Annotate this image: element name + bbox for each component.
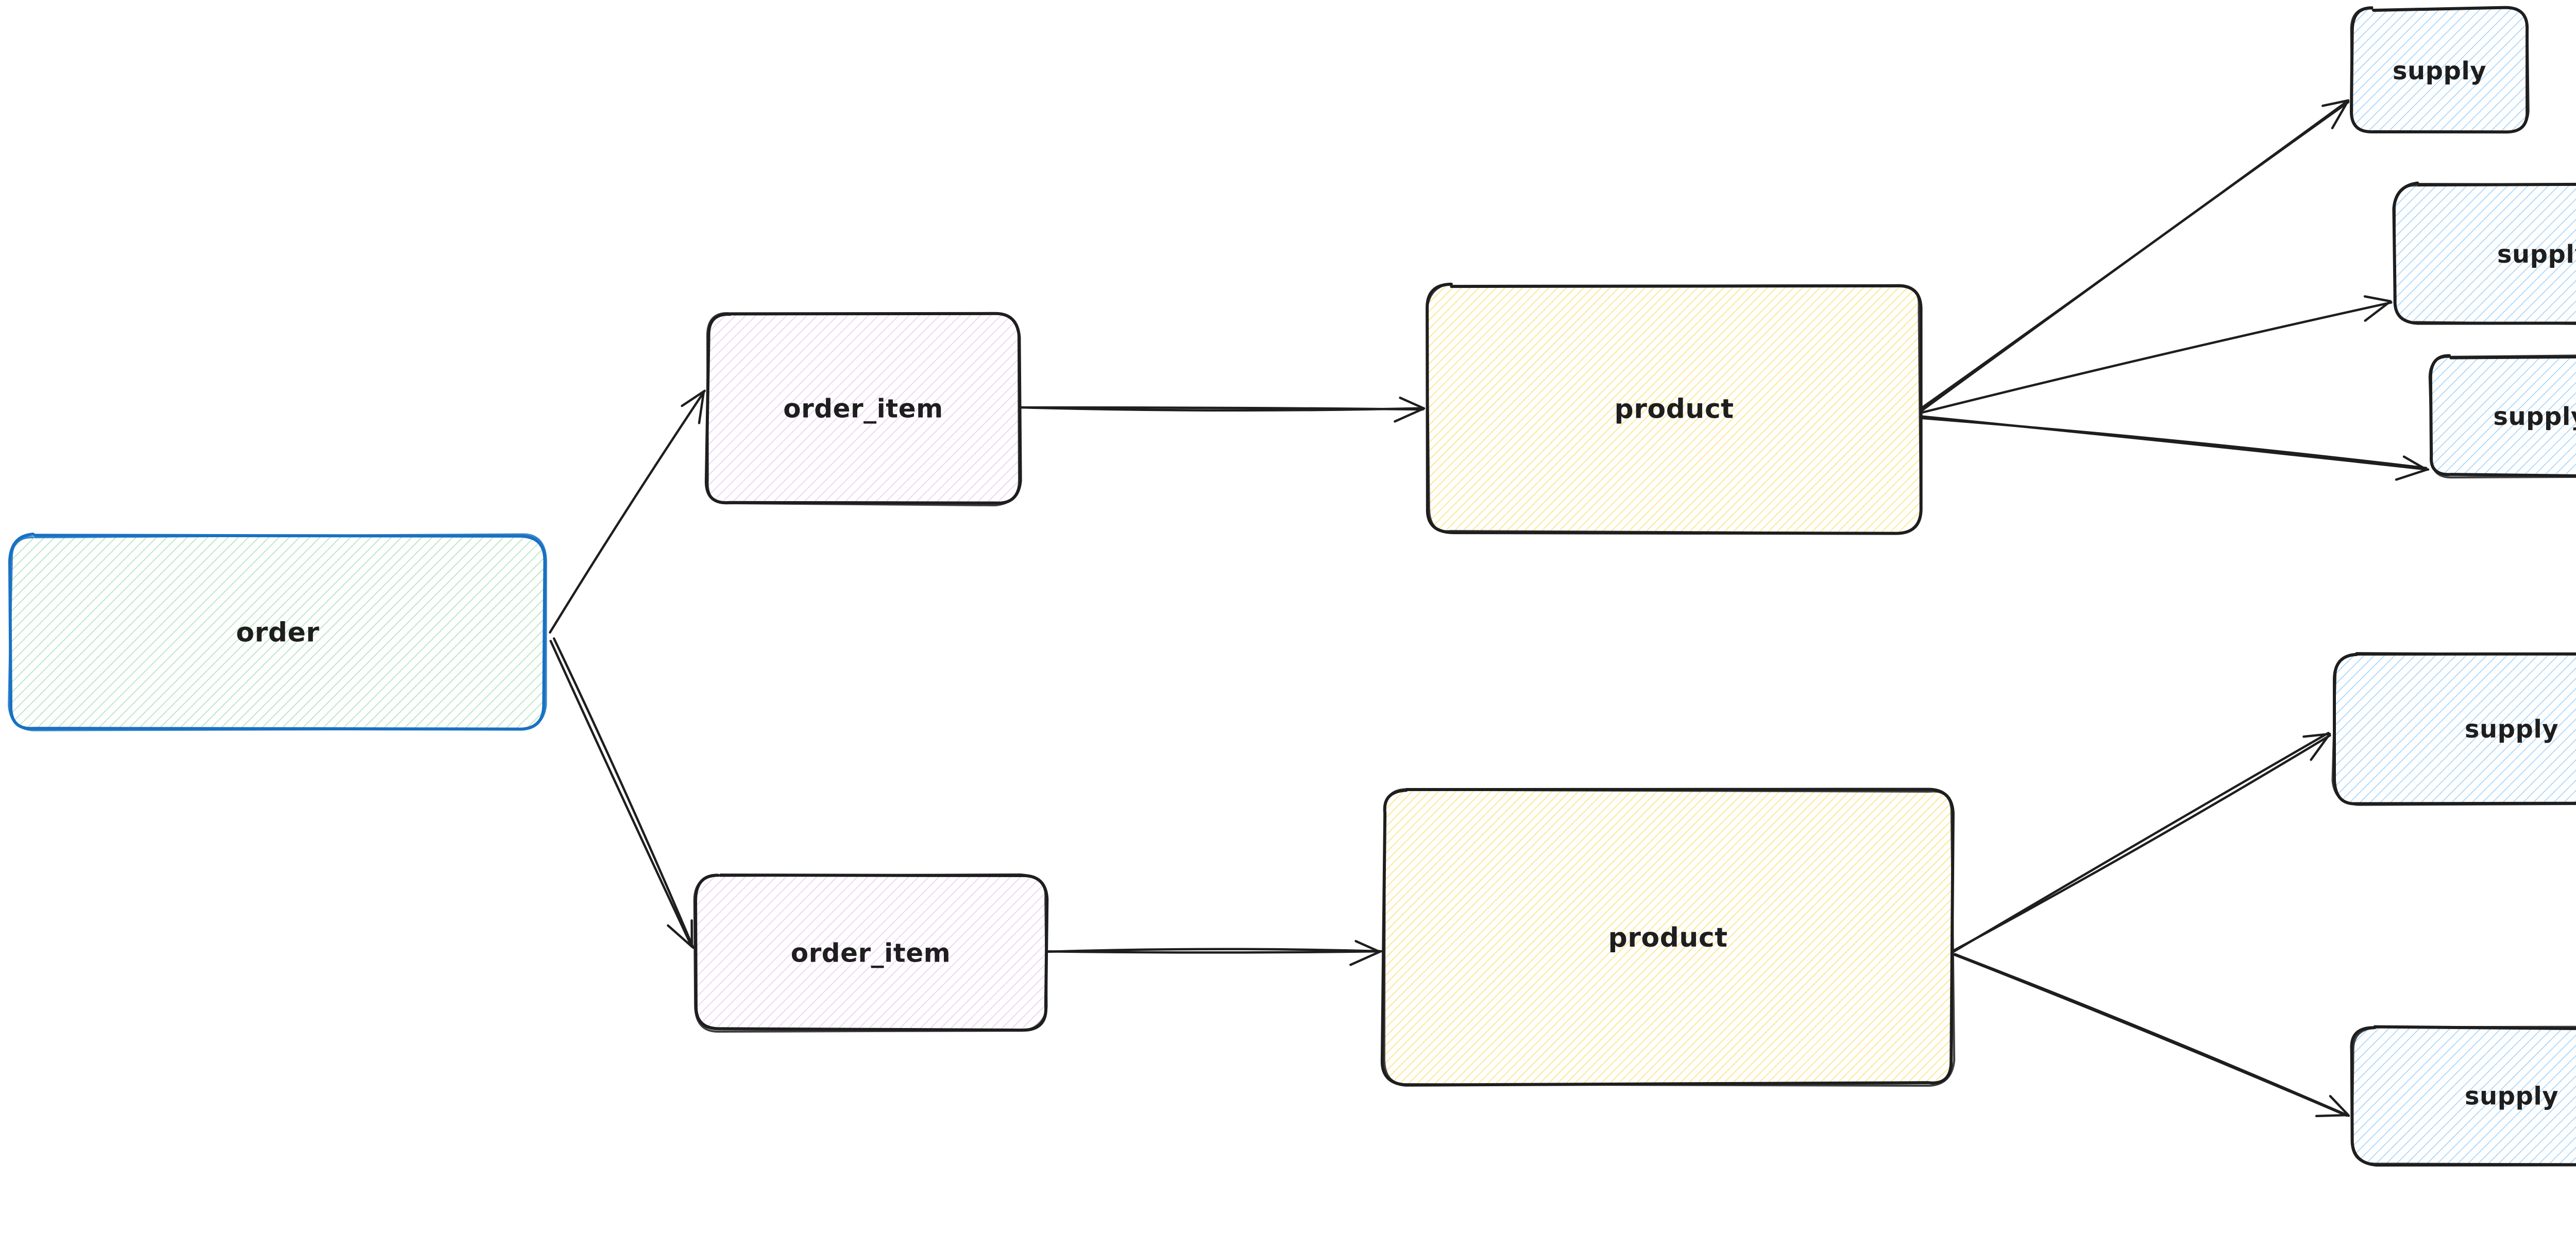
edge-product_2-to-supply_5	[1953, 953, 2350, 1118]
edge-stroke	[1019, 406, 1424, 412]
node-fill	[708, 313, 1020, 505]
edge-stroke	[1045, 950, 1383, 954]
edge-order_item_2-to-product_2	[1045, 940, 1383, 966]
node-outline	[1383, 788, 1956, 1087]
node-fill	[9, 535, 546, 730]
edge-layer	[549, 99, 2430, 1118]
node-supply_5[interactable]: supply	[2350, 1025, 2576, 1167]
node-label: supply	[2465, 1082, 2558, 1111]
arrow-head-icon	[2364, 300, 2392, 322]
edge-order-to-order_item_1	[549, 389, 706, 634]
node-outline	[2350, 6, 2530, 133]
edge-stroke	[1954, 953, 2350, 1117]
node-fill	[2430, 355, 2576, 476]
node-label: order_item	[783, 394, 943, 424]
node-fill	[2352, 8, 2528, 133]
arrow-head-icon	[1394, 407, 1426, 423]
node-order_item_2[interactable]: order_item	[693, 873, 1049, 1033]
edge-stroke	[1921, 415, 2430, 471]
edge-stroke	[1952, 731, 2330, 953]
arrow-head-icon	[1399, 397, 1426, 410]
edge-stroke	[1920, 301, 2393, 414]
node-outline	[693, 873, 1048, 1033]
edge-stroke	[1953, 953, 2348, 1117]
node-label: supply	[2493, 402, 2576, 431]
node-label: supply	[2393, 57, 2486, 85]
arrow-head-icon	[2329, 1094, 2350, 1117]
node-label: product	[1614, 394, 1734, 425]
arrow-head-icon	[681, 390, 705, 407]
edge-stroke	[1920, 100, 2349, 409]
node-label: order	[236, 618, 319, 648]
node-fill	[1382, 790, 1954, 1084]
edge-order_item_1-to-product_1	[1019, 397, 1426, 423]
node-outline	[1426, 283, 1922, 535]
edge-order-to-order_item_2	[549, 637, 694, 949]
edge-product_1-to-supply_1	[1920, 99, 2350, 412]
node-product_2[interactable]: product	[1380, 787, 1956, 1087]
edge-stroke	[1046, 948, 1382, 953]
arrow-head-icon	[2331, 99, 2350, 129]
arrow-head-icon	[667, 924, 693, 948]
edge-stroke	[549, 640, 693, 948]
node-label: supply	[2497, 240, 2576, 269]
node-outline	[706, 312, 1020, 507]
node-fill	[695, 875, 1047, 1031]
edge-stroke	[1953, 734, 2331, 951]
node-outline	[2331, 652, 2576, 806]
node-outline	[8, 533, 547, 731]
node-outline	[2350, 1025, 2576, 1167]
node-layer: orderorder_itemorder_itemproductproducts…	[8, 6, 2576, 1167]
arrow-head-icon	[1349, 950, 1381, 966]
arrow-head-icon	[1354, 940, 1381, 953]
node-label: order_item	[791, 938, 951, 968]
node-outline	[2428, 354, 2576, 478]
arrow-head-icon	[698, 390, 705, 424]
node-product_1[interactable]: product	[1426, 282, 1923, 535]
edge-stroke	[553, 637, 694, 949]
node-order[interactable]: order	[8, 533, 547, 731]
edge-product_1-to-supply_3	[1919, 415, 2430, 481]
node-supply_1[interactable]: supply	[2350, 6, 2530, 134]
arrow-head-icon	[2315, 1114, 2350, 1118]
arrow-head-icon	[2321, 99, 2350, 107]
arrow-head-icon	[2302, 732, 2331, 738]
node-label: supply	[2465, 715, 2558, 744]
node-fill	[2334, 653, 2576, 803]
arrow-head-icon	[2402, 455, 2428, 471]
node-supply_3[interactable]: supply	[2428, 354, 2576, 478]
node-outline	[2351, 1025, 2576, 1166]
node-supply_2[interactable]: supply	[2392, 181, 2576, 325]
edge-product_1-to-supply_2	[1920, 295, 2393, 414]
edge-stroke	[549, 389, 706, 634]
edge-product_2-to-supply_4	[1952, 731, 2331, 953]
node-outline	[2393, 183, 2576, 325]
node-fill	[1428, 284, 1920, 533]
arrow-head-icon	[2310, 732, 2331, 761]
node-fill	[2394, 183, 2576, 323]
node-fill	[2351, 1026, 2576, 1164]
arrow-head-icon	[2395, 468, 2428, 481]
node-order_item_1[interactable]: order_item	[704, 312, 1022, 507]
node-label: product	[1608, 922, 1727, 953]
node-supply_4[interactable]: supply	[2331, 652, 2576, 806]
arrow-head-icon	[2363, 295, 2392, 303]
